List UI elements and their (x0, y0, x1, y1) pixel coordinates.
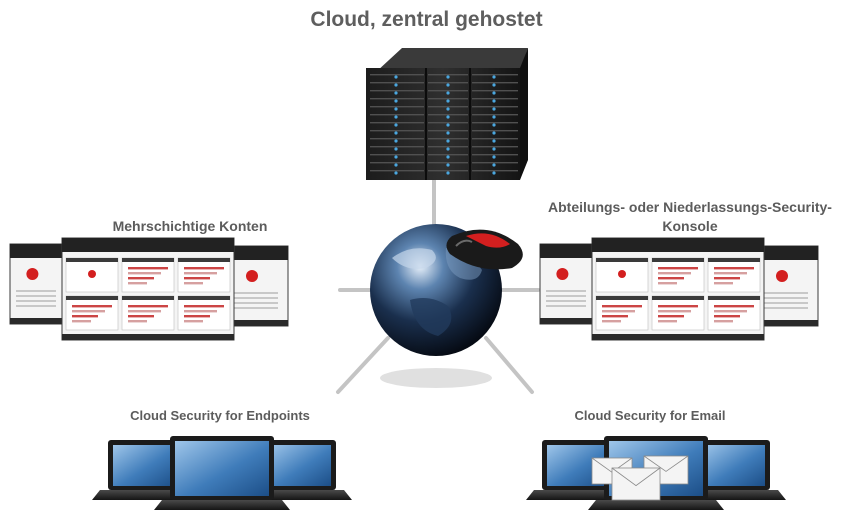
diagram-title: Cloud, zentral gehostet (310, 8, 543, 31)
mouse-icon (446, 229, 523, 270)
connector-lines (336, 178, 540, 394)
dashboard-screens-icon-right (539, 237, 819, 341)
node-label-endpoints: Cloud Security for Endpoints (130, 408, 310, 423)
node-label-department-console: Abteilungs- oder Niederlassungs-Security… (548, 199, 832, 234)
laptops-icon (92, 436, 352, 510)
dashboard-screens-icon-left (9, 237, 289, 341)
server-rack-icon (366, 48, 528, 180)
node-label-multi-tier: Mehrschichtige Konten (112, 218, 268, 234)
envelope-icons (591, 455, 689, 501)
node-label-email: Cloud Security for Email (574, 408, 726, 423)
